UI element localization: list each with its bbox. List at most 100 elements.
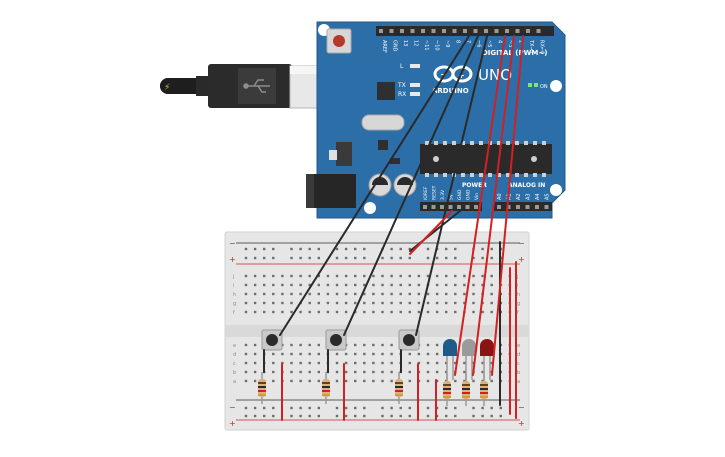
breadboard-hole[interactable] <box>253 292 257 296</box>
breadboard-hole[interactable] <box>426 352 430 356</box>
breadboard-hole[interactable] <box>281 274 284 278</box>
wire-black[interactable] <box>279 35 470 336</box>
breadboard-hole[interactable] <box>308 361 311 365</box>
breadboard-hole[interactable] <box>417 292 421 296</box>
breadboard-hole[interactable] <box>308 414 311 418</box>
breadboard-hole[interactable] <box>381 283 384 287</box>
breadboard-hole[interactable] <box>290 247 293 251</box>
breadboard-hole[interactable] <box>390 247 393 251</box>
breadboard-hole[interactable] <box>381 274 384 278</box>
breadboard-hole[interactable] <box>335 414 339 418</box>
breadboard-hole[interactable] <box>472 256 475 260</box>
breadboard-hole[interactable] <box>417 310 421 314</box>
breadboard-hole[interactable] <box>481 361 484 365</box>
breadboard-hole[interactable] <box>326 310 330 314</box>
breadboard-hole[interactable] <box>354 292 357 296</box>
breadboard-hole[interactable] <box>354 274 357 278</box>
breadboard-hole[interactable] <box>408 370 411 374</box>
breadboard-hole[interactable] <box>326 301 330 305</box>
breadboard-hole[interactable] <box>244 343 248 347</box>
breadboard-hole[interactable] <box>454 283 457 287</box>
breadboard-hole[interactable] <box>372 352 375 356</box>
breadboard-hole[interactable] <box>390 361 393 365</box>
breadboard-hole[interactable] <box>253 301 257 305</box>
breadboard-hole[interactable] <box>454 301 457 305</box>
breadboard-hole[interactable] <box>426 256 430 260</box>
breadboard-hole[interactable] <box>363 301 366 305</box>
breadboard-hole[interactable] <box>281 301 284 305</box>
breadboard-hole[interactable] <box>344 283 348 287</box>
breadboard-hole[interactable] <box>354 283 357 287</box>
breadboard-hole[interactable] <box>417 352 421 356</box>
breadboard-hole[interactable] <box>490 256 493 260</box>
breadboard-hole[interactable] <box>390 370 393 374</box>
pushbutton-3[interactable] <box>398 329 420 351</box>
breadboard-hole[interactable] <box>390 283 393 287</box>
breadboard-hole[interactable] <box>363 256 366 260</box>
breadboard-hole[interactable] <box>344 310 348 314</box>
breadboard-hole[interactable] <box>481 256 484 260</box>
breadboard-hole[interactable] <box>253 310 257 314</box>
breadboard-hole[interactable] <box>390 301 393 305</box>
breadboard-hole[interactable] <box>272 274 275 278</box>
breadboard-hole[interactable] <box>244 379 248 383</box>
breadboard-hole[interactable] <box>317 379 320 383</box>
breadboard-hole[interactable] <box>417 274 421 278</box>
breadboard-hole[interactable] <box>399 256 402 260</box>
breadboard-hole[interactable] <box>253 343 257 347</box>
breadboard-hole[interactable] <box>435 379 439 383</box>
power-jack[interactable] <box>306 174 356 208</box>
breadboard-hole[interactable] <box>344 361 348 365</box>
breadboard-hole[interactable] <box>454 414 457 418</box>
breadboard-hole[interactable] <box>326 283 330 287</box>
breadboard-hole[interactable] <box>445 310 448 314</box>
breadboard-hole[interactable] <box>445 256 448 260</box>
breadboard-hole[interactable] <box>426 292 430 296</box>
breadboard-hole[interactable] <box>317 361 320 365</box>
breadboard-hole[interactable] <box>408 414 411 418</box>
breadboard-hole[interactable] <box>454 406 457 410</box>
header-pin[interactable] <box>535 205 539 209</box>
breadboard-hole[interactable] <box>344 274 348 278</box>
breadboard-hole[interactable] <box>299 406 302 410</box>
wire-red[interactable] <box>454 35 506 376</box>
breadboard-hole[interactable] <box>363 283 366 287</box>
header-pin[interactable] <box>516 205 520 209</box>
header-pin[interactable] <box>497 205 501 209</box>
breadboard-hole[interactable] <box>263 256 266 260</box>
pushbutton-1[interactable] <box>261 329 283 351</box>
breadboard-hole[interactable] <box>363 343 366 347</box>
breadboard-hole[interactable] <box>454 379 457 383</box>
header-pin[interactable] <box>506 205 511 209</box>
resistor[interactable] <box>258 372 266 404</box>
breadboard-hole[interactable] <box>308 283 311 287</box>
breadboard-hole[interactable] <box>390 406 393 410</box>
breadboard-hole[interactable] <box>408 274 411 278</box>
breadboard-hole[interactable] <box>454 292 457 296</box>
breadboard-hole[interactable] <box>335 370 339 374</box>
breadboard-hole[interactable] <box>308 256 311 260</box>
breadboard-hole[interactable] <box>317 370 320 374</box>
header-pin[interactable] <box>423 205 427 209</box>
header-pin[interactable] <box>525 205 530 209</box>
breadboard-hole[interactable] <box>244 406 248 410</box>
wire-red[interactable] <box>491 35 524 376</box>
header-pin[interactable] <box>457 205 461 209</box>
header-pin[interactable] <box>465 205 470 209</box>
breadboard-hole[interactable] <box>399 414 402 418</box>
breadboard-hole[interactable] <box>399 274 402 278</box>
breadboard-hole[interactable] <box>390 310 393 314</box>
breadboard-hole[interactable] <box>272 352 275 356</box>
breadboard-hole[interactable] <box>426 370 430 374</box>
breadboard-hole[interactable] <box>435 274 439 278</box>
breadboard-hole[interactable] <box>372 370 375 374</box>
breadboard-hole[interactable] <box>244 361 248 365</box>
breadboard-hole[interactable] <box>299 292 302 296</box>
breadboard-hole[interactable] <box>472 292 475 296</box>
breadboard-hole[interactable] <box>272 283 275 287</box>
breadboard-hole[interactable] <box>381 379 384 383</box>
breadboard-hole[interactable] <box>299 310 302 314</box>
header-pin[interactable] <box>484 29 488 33</box>
